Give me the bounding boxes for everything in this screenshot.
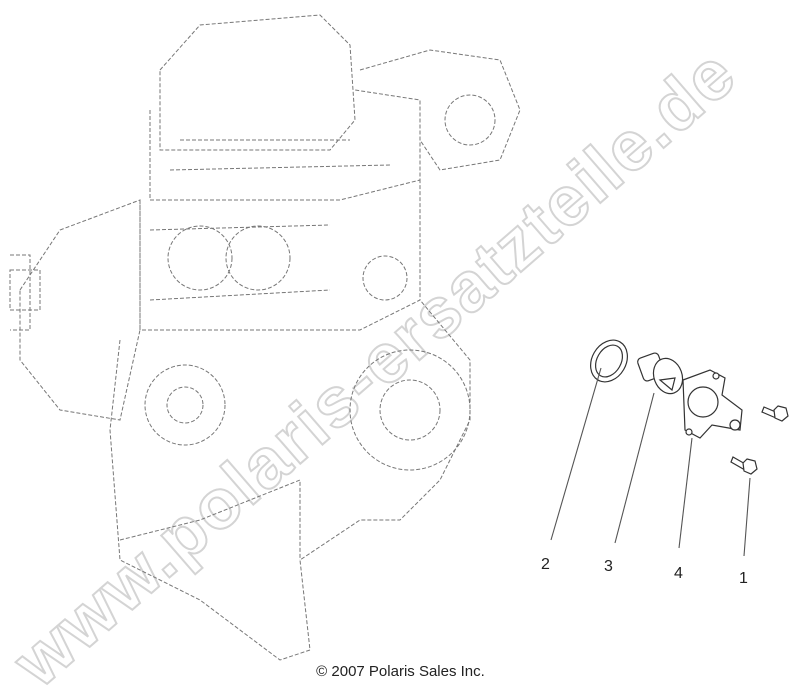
- leader-line-4: [678, 437, 693, 549]
- bolt-upper[interactable]: [761, 405, 789, 422]
- engine-assembly: [9, 14, 521, 661]
- seal-ring[interactable]: [583, 333, 634, 388]
- thermostat-housing[interactable]: [682, 369, 743, 439]
- thermostat[interactable]: [637, 352, 688, 398]
- leader-line-2: [550, 367, 602, 541]
- callout-2[interactable]: 2: [541, 556, 550, 573]
- callout-1[interactable]: 1: [739, 570, 748, 587]
- leader-line-3: [614, 392, 655, 544]
- copyright-notice: © 2007 Polaris Sales Inc.: [316, 663, 485, 680]
- leader-line-1: [743, 477, 751, 557]
- bolt-lower[interactable]: [730, 456, 758, 475]
- callout-3[interactable]: 3: [604, 558, 613, 575]
- callout-4[interactable]: 4: [674, 565, 683, 582]
